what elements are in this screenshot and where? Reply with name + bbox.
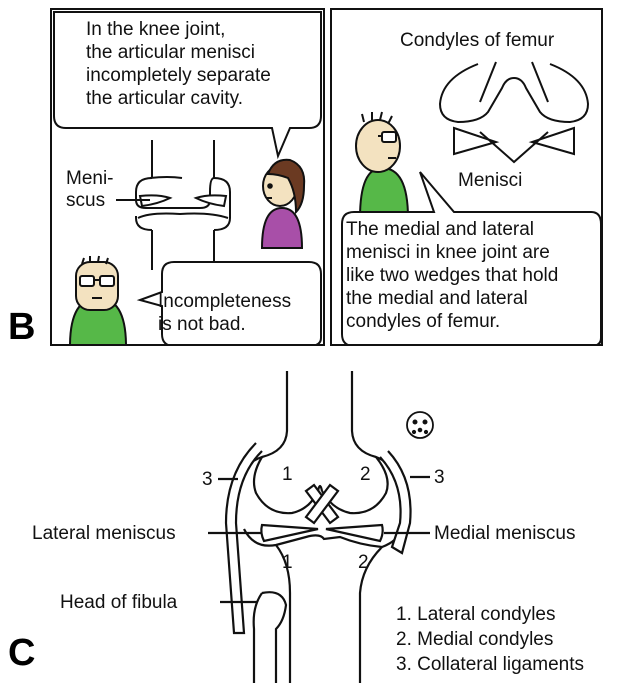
menisci-label: Menisci: [458, 170, 558, 192]
knee-schematic: [136, 140, 230, 270]
comic-panel-left: In the knee joint, the articular menisci…: [50, 8, 325, 346]
legend-item: 2. Medial condyles: [396, 627, 621, 652]
man-character: [70, 256, 126, 346]
label-2-lower: 2: [358, 552, 369, 574]
medial-meniscus-label: Medial meniscus: [434, 523, 576, 545]
label-3-left: 3: [202, 469, 213, 491]
meniscus-label: Meni- scus: [66, 168, 120, 212]
legend-item: 1. Lateral condyles: [396, 602, 621, 627]
speech-text-right: The medial and lateral menisci in knee j…: [346, 218, 598, 333]
label-3-right: 3: [434, 467, 445, 489]
lateral-meniscus-label: Lateral meniscus: [32, 523, 176, 545]
label-1-upper: 1: [282, 464, 293, 486]
legend-item: 3. Collateral ligaments: [396, 652, 621, 677]
head-of-fibula-label: Head of fibula: [60, 592, 177, 614]
panel-letter-c: C: [8, 632, 35, 675]
condyles-of-femur-label: Condyles of femur: [400, 30, 600, 52]
label-2-upper: 2: [360, 464, 371, 486]
man-character-2: [356, 112, 408, 218]
speech-text-bottom: Incompleteness is not bad.: [158, 290, 318, 336]
label-1-lower: 1: [282, 552, 293, 574]
woman-character: [262, 160, 304, 248]
comic-panel-right: Condyles of femur Menisci The medial and…: [330, 8, 603, 346]
smiley-icon: [407, 412, 433, 438]
legend: 1. Lateral condyles 2. Medial condyles 3…: [396, 602, 621, 677]
femur-condyles-drawing: [440, 62, 588, 162]
panel-letter-b: B: [8, 306, 35, 349]
speech-text-top: In the knee joint, the articular menisci…: [86, 18, 322, 110]
